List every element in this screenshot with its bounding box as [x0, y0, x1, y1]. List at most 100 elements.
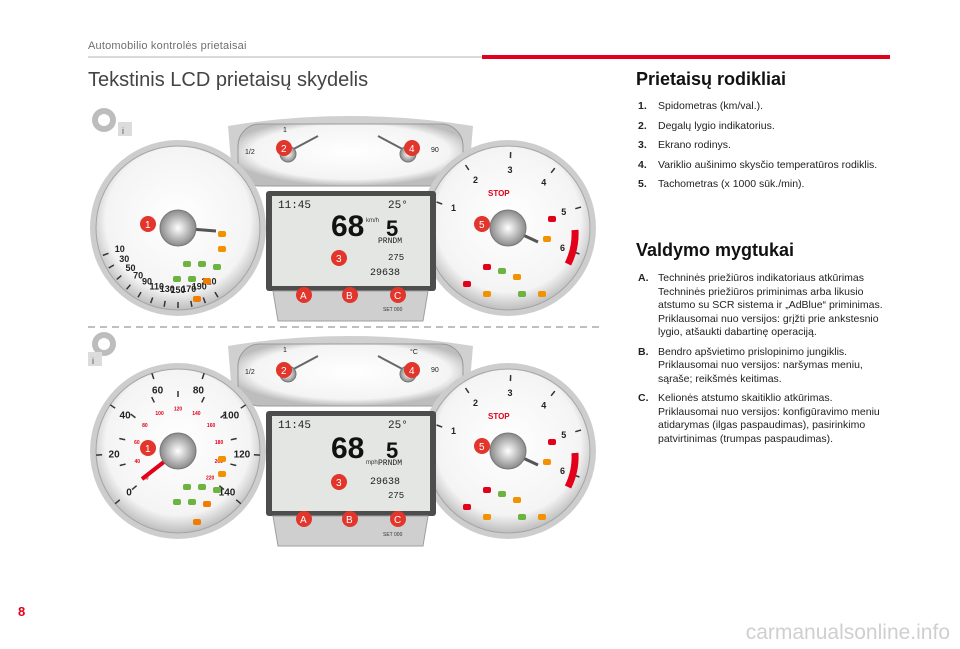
controls-item: B.Bendro apšvietimo prislopinimo jungikl… [638, 346, 890, 387]
dial-tick-label: 100 [155, 411, 164, 417]
display-temp: 25° [388, 200, 408, 212]
fuel-mark-half: 1/2 [245, 149, 255, 156]
header-accent-rule [482, 55, 890, 59]
dial-tick [163, 300, 166, 307]
gauges-item-text: Variklio aušinimo skysčio temperatūros r… [658, 158, 878, 171]
svg-text:i: i [92, 356, 94, 366]
warning-lamp-icon [463, 504, 471, 510]
button-b[interactable]: B [342, 511, 358, 527]
dial-tick-label: 120 [234, 450, 251, 461]
dial-tick-label: 1 [451, 426, 456, 436]
display-time: 11:45 [278, 420, 311, 432]
button-a[interactable]: A [296, 511, 312, 527]
dial-tick-label: 30 [119, 254, 129, 264]
warning-lamp-icon [548, 439, 556, 445]
page-title: Tekstinis LCD prietaisų skydelis [88, 69, 369, 91]
gauges-item: 2. Degalų lygio indikatorius. [638, 120, 890, 134]
temp-mark-90: 90 [431, 147, 439, 154]
callout-1: 1 [140, 216, 156, 232]
controls-item-number: A. [638, 272, 649, 284]
dial-tick-label: 160 [207, 423, 216, 429]
button-c[interactable]: C [390, 287, 406, 303]
dial-tick-label: 5 [561, 207, 566, 217]
set-label: SET 000 [383, 307, 403, 313]
display-time: 11:45 [278, 200, 311, 212]
warning-lamp-icon [543, 459, 551, 465]
gauges-item-text: Ekrano rodinys. [658, 139, 731, 151]
dial-tick-label: 220 [206, 476, 215, 482]
button-c[interactable]: C [390, 511, 406, 527]
temp-mark-90: 90 [431, 367, 439, 374]
warning-lamp-icon [203, 278, 211, 284]
controls-list: A. Techninės priežiūros indikatoriaus atk… [638, 272, 890, 452]
warning-lamp-icon [218, 471, 226, 477]
gauges-item-text: Degalų lygio indikatorius. [658, 119, 775, 132]
gauges-item: 1.Spidometras (km/val.). [638, 100, 890, 114]
dial-tick-label: 140 [192, 411, 201, 417]
warning-lamp-icon [218, 231, 226, 237]
button-a[interactable]: A [296, 287, 312, 303]
dial-tick [119, 437, 126, 441]
gauges-item-text: Tachometras (x 1000 sūk./min). [658, 178, 805, 190]
svg-text:2: 2 [281, 366, 287, 377]
gauges-item-number: 5. [638, 178, 647, 190]
warning-lamp-icon [518, 514, 526, 520]
callout-4: 4 [404, 140, 420, 156]
dial-tick-label: 4 [541, 177, 546, 187]
gauges-item: 5. Tachometras (x 1000 sūk./min). [638, 178, 890, 192]
controls-heading: Valdymo mygtukai [636, 240, 795, 260]
svg-text:C: C [394, 291, 401, 302]
svg-text:C: C [394, 515, 401, 526]
stop-lamp: STOP [488, 189, 510, 198]
warning-lamp-icon [198, 484, 206, 490]
dial-tick [436, 201, 443, 205]
display-gear-bar: PRNDM [378, 237, 402, 246]
warning-lamp-icon [173, 276, 181, 282]
display-temp: 25° [388, 420, 408, 432]
warning-lamp-icon [218, 246, 226, 252]
dial-tick-label: 130 [160, 284, 175, 294]
dial-tick [575, 206, 582, 210]
dial-tick-label: 70 [133, 270, 143, 280]
controls-item-text: Techninės priežiūros indikatoriaus atkūr… [658, 272, 883, 338]
dial-tick [109, 404, 116, 409]
gauges-item-number: 2. [638, 119, 647, 132]
svg-text:3: 3 [336, 478, 342, 489]
page-number: 8 [18, 604, 26, 619]
dial-tick [190, 300, 193, 307]
dial-tick-label: 6 [560, 466, 565, 476]
dial-tick-label: 1 [451, 203, 456, 213]
warning-lamp-icon [463, 281, 471, 287]
dial-tick [201, 373, 205, 380]
svg-text:B: B [346, 515, 353, 526]
display-speed: 68 [331, 210, 364, 243]
temp-mark-unit: °C [410, 348, 418, 356]
controls-item-number: C. [638, 392, 649, 404]
warning-lamp-icon [188, 499, 196, 505]
dial-tick [218, 485, 225, 491]
display-gear-bar: PRNDM [378, 459, 402, 468]
warning-lamp-icon [198, 261, 206, 267]
warning-lamp-icon [498, 491, 506, 497]
dial-tick-label: 100 [223, 410, 240, 421]
button-b[interactable]: B [342, 287, 358, 303]
controls-item-text: Bendro apšvietimo prislopinimo jungiklis… [658, 345, 863, 385]
gauges-list: 1.Spidometras (km/val.). 2. Degalų lygio i… [638, 100, 890, 198]
dial-tick [550, 167, 556, 174]
warning-lamp-icon [183, 261, 191, 267]
gauges-item-number: 1. [638, 100, 647, 112]
callout-2: 2 [276, 140, 292, 156]
svg-text:3: 3 [336, 254, 342, 265]
dial-tick-label: 190 [192, 281, 207, 291]
dial-tick-label: 2 [473, 175, 478, 185]
fuel-mark-half: 1/2 [245, 369, 255, 376]
fuel-mark-full: 1 [283, 347, 287, 354]
dial-tick-label: 20 [143, 476, 149, 482]
dial-tick [102, 252, 109, 257]
steering-wheel-icon: i [88, 332, 116, 366]
svg-text:B: B [346, 291, 353, 302]
display-odometer: 29638 [370, 268, 400, 279]
dial-tick [151, 373, 155, 380]
svg-text:1: 1 [145, 444, 151, 455]
dial-tick-label: 140 [219, 487, 236, 498]
